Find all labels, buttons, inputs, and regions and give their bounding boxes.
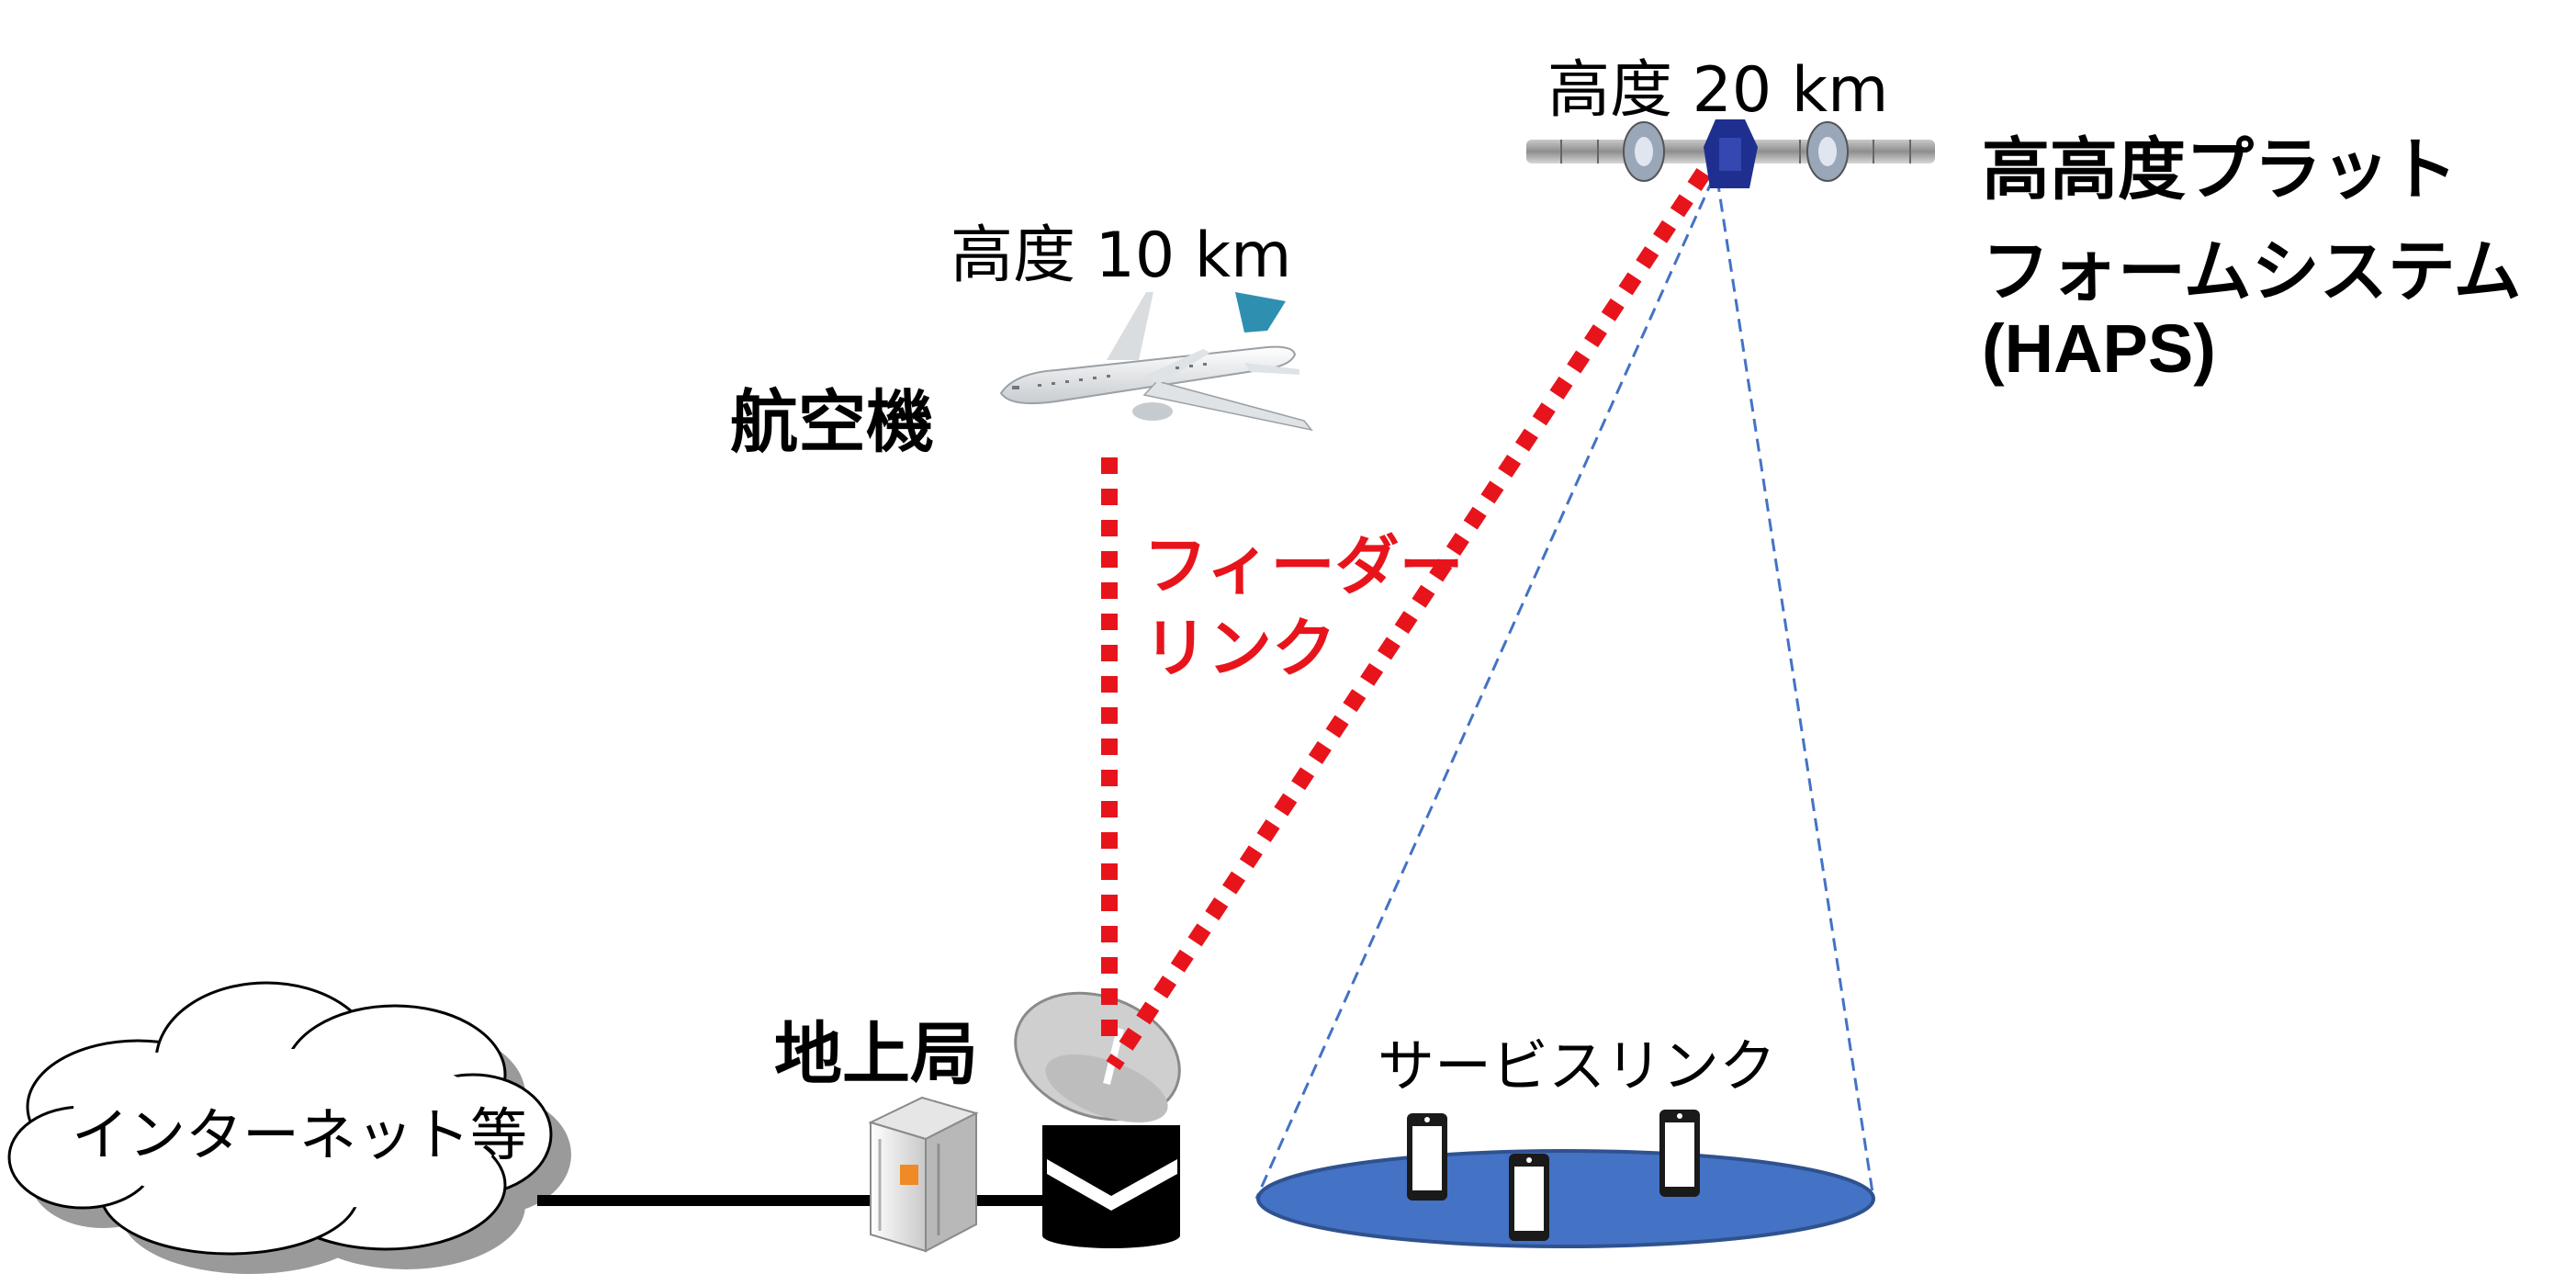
internet-label: インターネット等 <box>72 1101 528 1168</box>
aircraft-altitude-label: 高度 10 km <box>951 220 1292 292</box>
haps-altitude-label: 高度 20 km <box>1547 54 1889 127</box>
parabolic-antenna-icon <box>1014 991 1181 1248</box>
feeder-link-label-line2: リンク <box>1143 613 1336 684</box>
haps-name-line2: フォームシステム <box>1982 233 2522 310</box>
smartphone-icon <box>1509 1154 1549 1241</box>
service-link-label: サービスリンク <box>1378 1032 1777 1099</box>
smartphone-icon <box>1407 1113 1447 1201</box>
haps-icon <box>1526 119 1935 188</box>
aircraft-label: 航空機 <box>730 384 934 460</box>
cloud-icon <box>7 981 571 1274</box>
ground-station-label: 地上局 <box>774 1016 978 1092</box>
server-icon <box>868 1096 979 1253</box>
feeder-link <box>1101 168 1711 1070</box>
haps-name-line1: 高高度プラット <box>1982 131 2458 208</box>
smartphone-icon <box>1659 1110 1700 1197</box>
feeder-link-label-line1: フィーダー <box>1143 530 1464 602</box>
airplane-icon <box>999 292 1313 432</box>
haps-name-line3: (HAPS) <box>1982 310 2216 387</box>
